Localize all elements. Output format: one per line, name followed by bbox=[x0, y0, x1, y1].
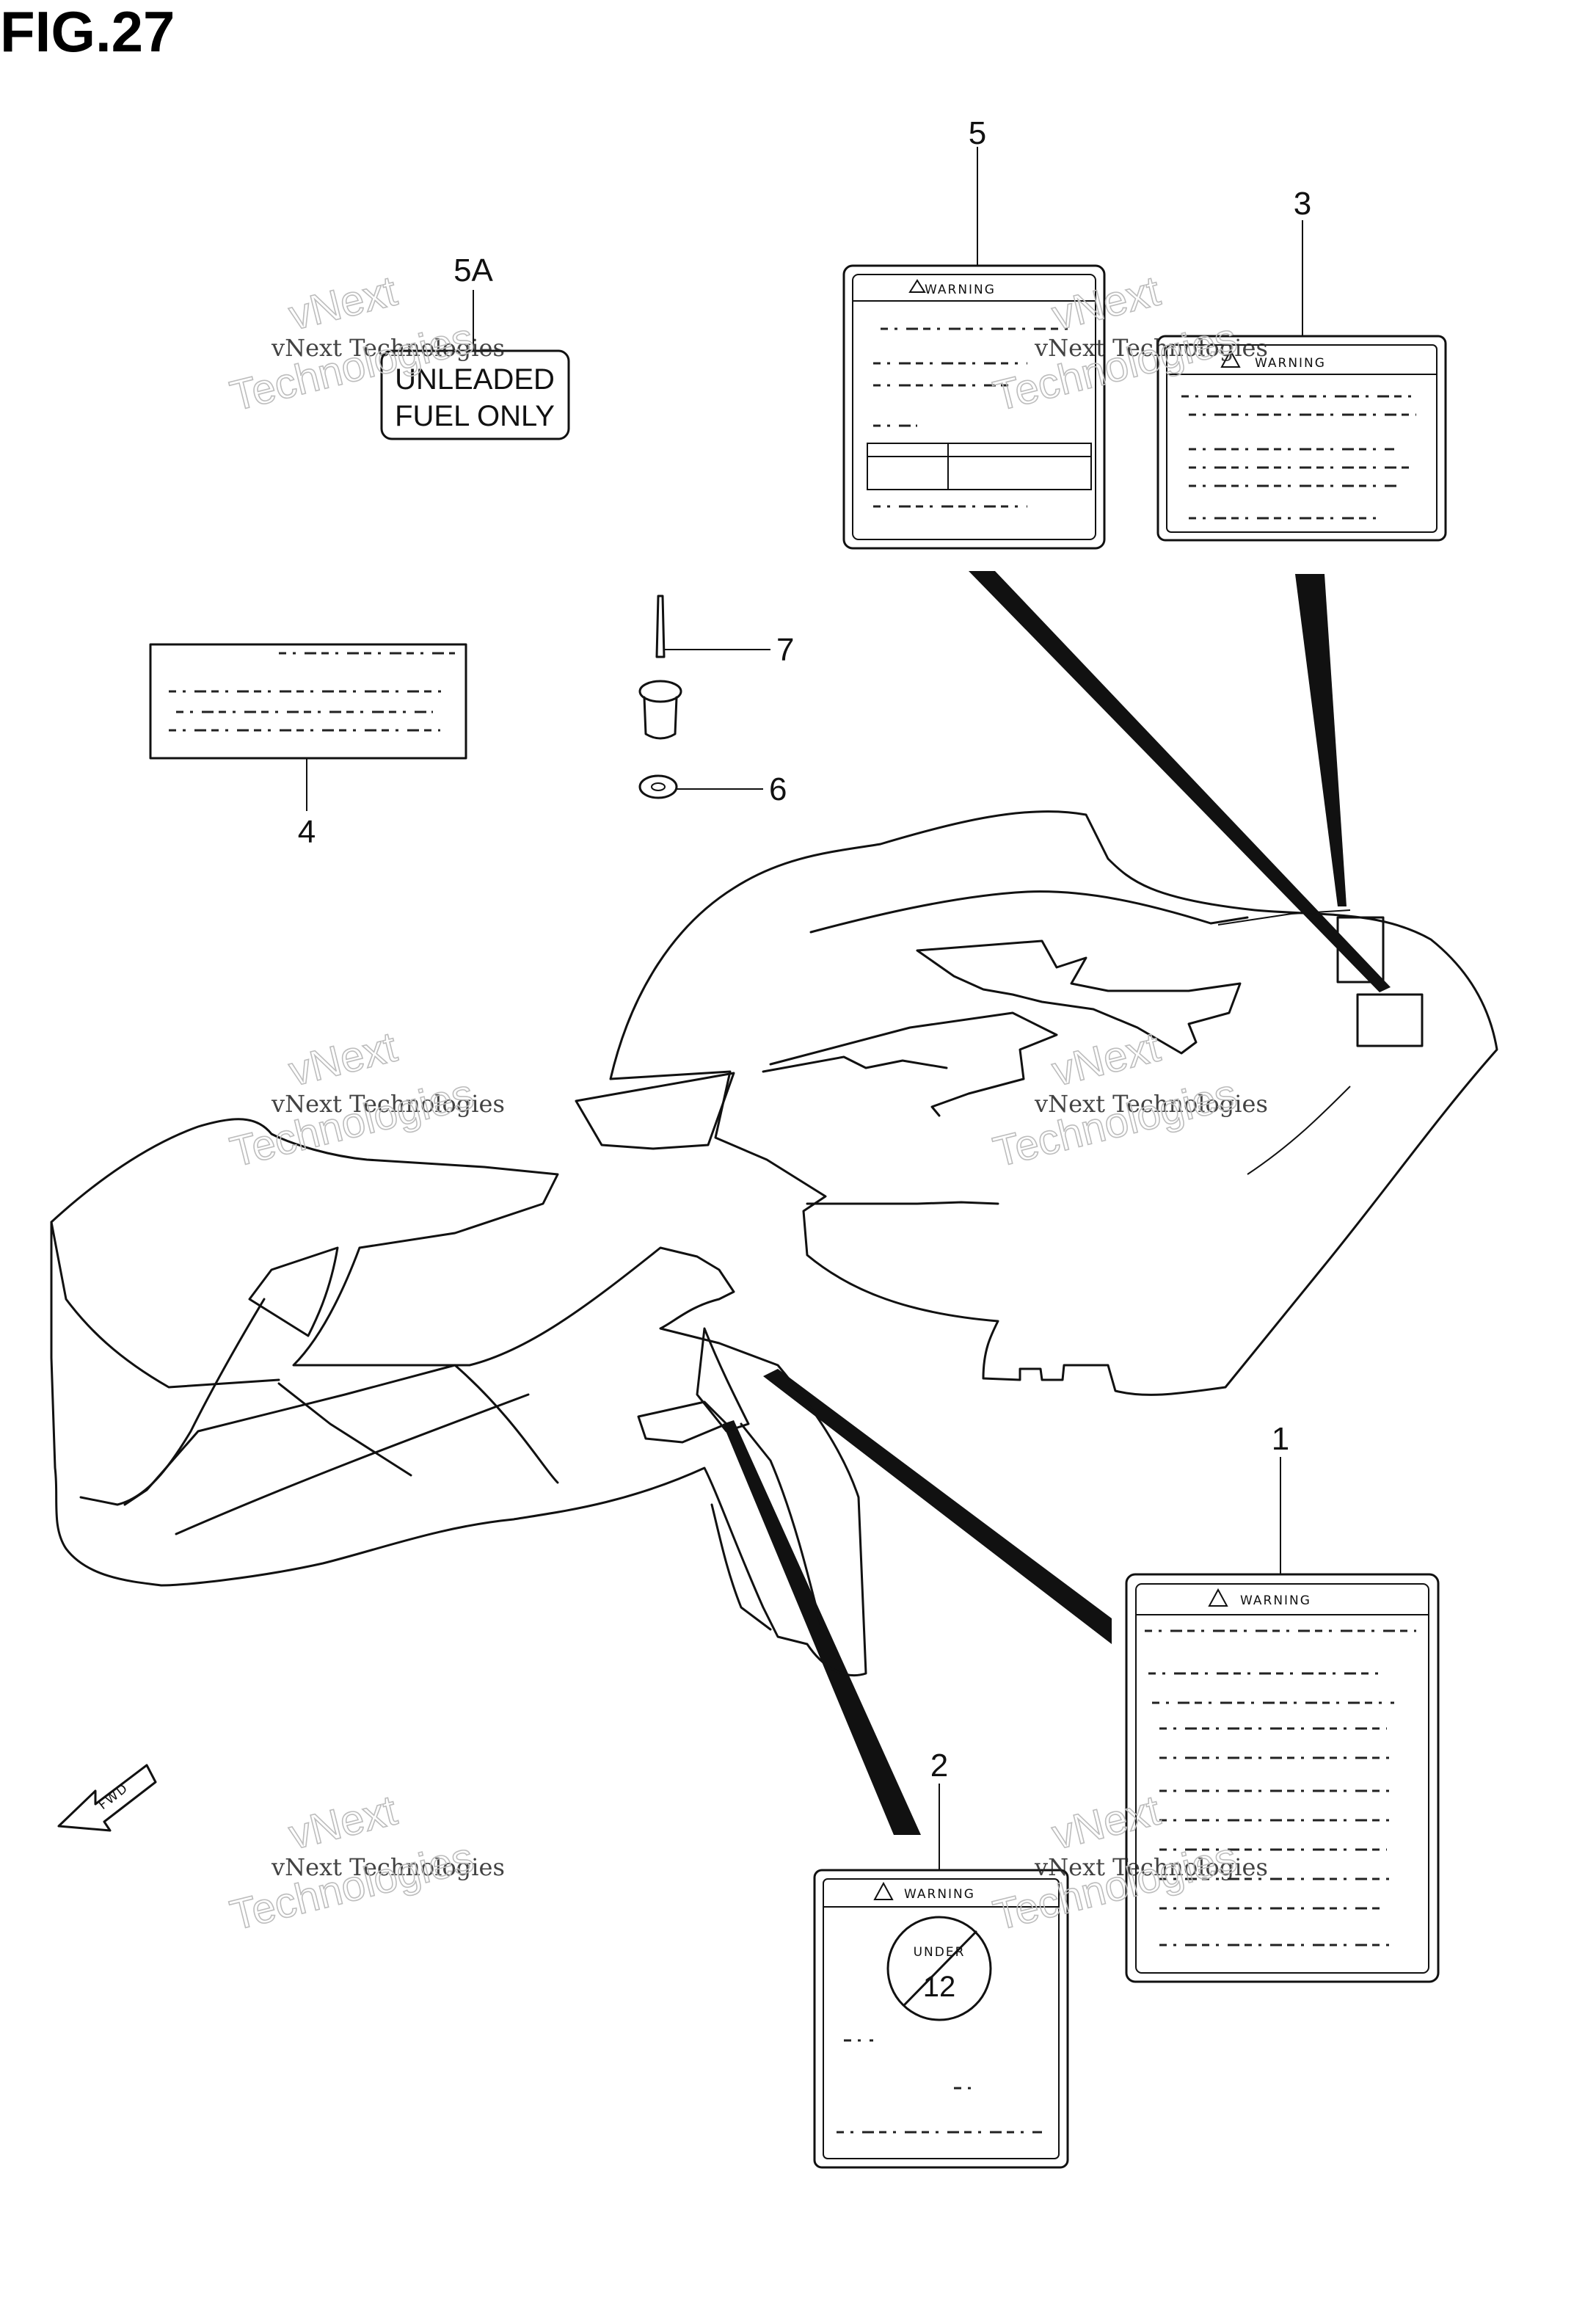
fwd-text: FWD bbox=[96, 1781, 131, 1813]
callout-2[interactable]: 2 bbox=[930, 1748, 948, 1784]
decal-info-label[interactable] bbox=[149, 643, 467, 760]
svg-text:vNext: vNext bbox=[1047, 267, 1165, 340]
svg-text:vNext Technologies: vNext Technologies bbox=[271, 334, 505, 362]
svg-text:vNext Technologies: vNext Technologies bbox=[1034, 1853, 1268, 1881]
fwd-arrow-icon: FWD bbox=[57, 1764, 157, 1832]
svg-text:Technologies: Technologies bbox=[988, 314, 1241, 421]
pointer-3 bbox=[1295, 574, 1347, 906]
fuel-line-2: FUEL ONLY bbox=[395, 400, 555, 432]
svg-text:vNext Technologies: vNext Technologies bbox=[271, 1090, 505, 1118]
rivet[interactable] bbox=[638, 595, 682, 740]
label2-badge-top: UNDER bbox=[914, 1945, 966, 1960]
watermark-1: vNext vNext Technologies Technologies bbox=[225, 266, 505, 421]
washer[interactable] bbox=[638, 774, 678, 799]
svg-text:vNext: vNext bbox=[284, 267, 401, 340]
svg-text:vNext: vNext bbox=[1047, 1786, 1165, 1859]
label1-heading: WARNING bbox=[1240, 1593, 1311, 1608]
decal-warning-3[interactable]: WARNING bbox=[1156, 335, 1447, 542]
label5-heading: WARNING bbox=[925, 283, 996, 297]
callout-5[interactable]: 5 bbox=[969, 115, 986, 151]
label3-heading: WARNING bbox=[1255, 356, 1326, 371]
svg-text:Technologies: Technologies bbox=[988, 1070, 1241, 1177]
svg-text:vNext: vNext bbox=[1047, 1023, 1165, 1096]
callout-5A[interactable]: 5A bbox=[453, 252, 493, 288]
watermark-3: vNext vNext Technologies Technologies bbox=[225, 1022, 505, 1177]
svg-text:vNext: vNext bbox=[284, 1023, 401, 1096]
decal-warning-5[interactable]: WARNING bbox=[842, 264, 1106, 550]
svg-text:vNext Technologies: vNext Technologies bbox=[1034, 334, 1268, 362]
callout-4[interactable]: 4 bbox=[298, 814, 316, 850]
label2-badge-num: 12 bbox=[923, 1971, 956, 2003]
rear-fender bbox=[575, 810, 1498, 1396]
figure-title: FIG.27 bbox=[0, 0, 175, 64]
decal-unleaded-fuel[interactable]: UNLEADED FUEL ONLY bbox=[380, 349, 570, 440]
callout-1[interactable]: 1 bbox=[1272, 1421, 1289, 1457]
fuel-line-1: UNLEADED bbox=[395, 363, 555, 396]
callout-7[interactable]: 7 bbox=[776, 632, 794, 668]
pointer-1 bbox=[763, 1369, 1112, 1644]
pointer-5 bbox=[969, 571, 1391, 992]
front-fender bbox=[50, 1118, 867, 1677]
decal-warning-2[interactable]: WARNING UNDER 12 bbox=[813, 1869, 1069, 2169]
watermark-5: vNext vNext Technologies Technologies bbox=[225, 1786, 505, 1941]
svg-text:vNext Technologies: vNext Technologies bbox=[1034, 1090, 1268, 1118]
svg-text:Technologies: Technologies bbox=[225, 1070, 478, 1177]
no-under-12-icon bbox=[886, 1916, 992, 2021]
decal-warning-1[interactable]: WARNING bbox=[1125, 1573, 1440, 1983]
svg-text:Technologies: Technologies bbox=[225, 1833, 478, 1940]
svg-text:vNext: vNext bbox=[284, 1786, 401, 1859]
callout-6[interactable]: 6 bbox=[769, 771, 787, 807]
watermark-6: vNext vNext Technologies Technologies bbox=[988, 1786, 1268, 1941]
label2-heading: WARNING bbox=[904, 1887, 975, 1902]
svg-text:Technologies: Technologies bbox=[988, 1833, 1241, 1940]
callout-3[interactable]: 3 bbox=[1294, 186, 1311, 222]
svg-text:vNext Technologies: vNext Technologies bbox=[271, 1853, 505, 1881]
